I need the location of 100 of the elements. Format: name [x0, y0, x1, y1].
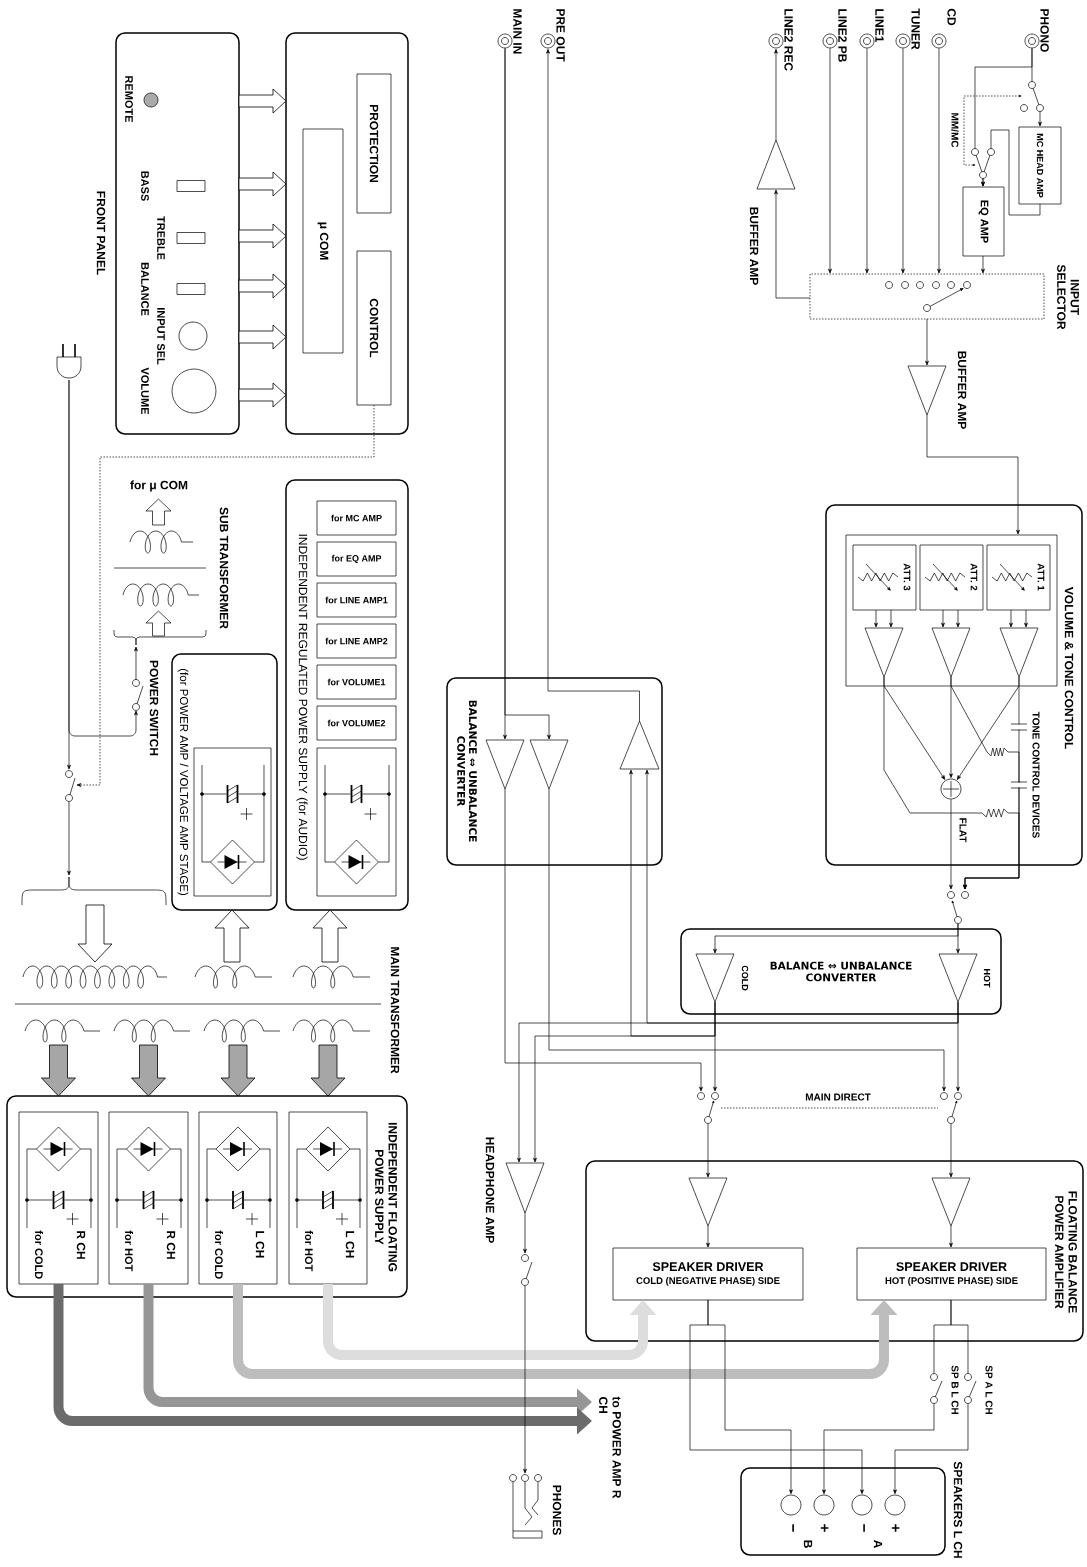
arrow	[941, 609, 945, 628]
arrow	[937, 48, 941, 274]
block-box: MC HEAD AMP	[1018, 126, 1062, 205]
arrow	[956, 1001, 960, 1092]
arrow	[1024, 609, 1028, 628]
block-arrow	[238, 88, 287, 114]
arrow	[981, 255, 985, 274]
arrow	[956, 676, 1020, 780]
node-label: FRONT PANEL	[96, 191, 106, 275]
block-box	[845, 534, 1058, 687]
arrow	[926, 414, 1020, 535]
arrow	[950, 676, 1020, 890]
arrow	[76, 404, 375, 787]
supply-box: R CH for COLD	[18, 1111, 99, 1285]
part-label: REMOTE	[125, 76, 133, 123]
arrow	[949, 1225, 953, 1248]
block-box: (for POWER AMP / VOLTAGE AMP STAGE)	[171, 653, 278, 911]
block-box: μ COM	[302, 128, 344, 354]
arrow	[713, 923, 959, 954]
connector-line	[933, 1299, 952, 1374]
speaker-terminal: +	[813, 1494, 835, 1532]
block-box: for VOLUME1	[316, 664, 397, 700]
brace	[21, 876, 167, 906]
node-label: +	[891, 1524, 900, 1532]
switch-symbol	[65, 770, 76, 802]
arrow	[981, 129, 1041, 216]
part-label: B	[803, 1540, 813, 1548]
jack-label: PHONO	[1040, 9, 1049, 52]
block-arrow	[238, 324, 287, 350]
speaker-terminal: −	[851, 1494, 873, 1532]
jack-label: PRE OUT	[556, 9, 565, 62]
block-box: EQ AMP	[962, 186, 1005, 257]
block-arrow	[220, 1044, 256, 1097]
arrow	[901, 48, 905, 274]
amplifier: BUFFER AMP	[749, 139, 796, 285]
jack-label: CD	[947, 8, 956, 26]
node-label: SPEAKERS L CH	[953, 1461, 963, 1558]
block-arrow	[131, 1044, 166, 1097]
jack-label: LINE1	[875, 9, 884, 43]
edge-label: MAIN DIRECT	[803, 1091, 873, 1103]
switch-symbol	[940, 1092, 962, 1124]
part-label: TONE CONTROL DEVICES	[1032, 711, 1040, 838]
node-label: SUB TRANSFORMER	[219, 507, 229, 629]
arrow	[889, 609, 893, 628]
part-label: BASS	[141, 171, 149, 201]
block-box: for EQ AMP	[316, 541, 397, 577]
amplifier: COLD	[695, 953, 749, 1003]
summing-junction	[940, 778, 962, 800]
arrow	[713, 1001, 717, 1092]
amplifier-triangle	[619, 720, 660, 770]
part-label: A	[873, 1540, 883, 1548]
node-label: +	[820, 1524, 829, 1532]
arrow	[774, 49, 778, 141]
arrow	[874, 609, 878, 628]
driver-box: SPEAKER DRIVER HOT (POSITIVE PHASE) SIDE	[856, 1247, 1047, 1301]
block-box: BALANCE ⇔ UNBALANCE CONVERTER	[446, 677, 663, 866]
arrow	[68, 379, 138, 737]
block-box: PROTECTION	[356, 73, 392, 214]
attenuator-box: ATT. 1	[986, 544, 1051, 611]
transformer: MAIN TRANSFORMER	[14, 947, 400, 1074]
part-label: TREBLE	[157, 216, 165, 260]
arrow	[548, 788, 946, 1092]
node-label: HOT	[983, 969, 991, 988]
amplifier-triangle	[931, 627, 971, 678]
block-arrow	[310, 1044, 346, 1097]
part-label: MM/MC	[951, 113, 959, 148]
node-label: HEADPHONE AMP	[485, 1137, 495, 1243]
arrow	[828, 48, 832, 274]
node-label: −	[792, 1524, 794, 1532]
node-label: COLD	[741, 965, 749, 991]
block-box: for MC AMP	[316, 500, 397, 536]
jack-label: PHONES	[552, 1485, 562, 1535]
supply-box: L CH for HOT	[288, 1111, 368, 1285]
part-label: BALANCE	[141, 262, 149, 316]
node-label: INPUT SELECTOR	[1057, 264, 1079, 330]
jack-label: MAIN IN	[513, 9, 522, 54]
arrow	[134, 646, 138, 681]
node-label: BUFFER AMP	[957, 351, 967, 429]
node-label: −	[863, 1524, 865, 1532]
block-arrow	[238, 273, 287, 299]
arrow	[865, 48, 869, 274]
block-box: for VOLUME2	[316, 705, 397, 741]
destination-label: to POWER AMP R CH	[599, 1396, 621, 1499]
switch-symbol	[697, 1092, 719, 1124]
arrow	[949, 1123, 953, 1178]
arrow	[67, 801, 71, 876]
amplifier-triangle	[999, 627, 1039, 678]
arrow	[893, 1403, 969, 1494]
speaker-terminal: +	[884, 1494, 906, 1532]
part-label: VOLUME	[141, 367, 149, 415]
jack-label: LINE2 PB	[838, 9, 847, 62]
arrow	[504, 48, 551, 740]
supply-box: R CH for HOT	[108, 1111, 189, 1285]
speaker-terminal: −	[780, 1494, 802, 1532]
attenuator-box: ATT. 2	[919, 544, 984, 611]
jack-label: TUNER	[911, 8, 920, 50]
block-arrow	[312, 909, 348, 963]
arrow	[949, 799, 953, 890]
amplifier-triangle	[529, 739, 569, 790]
arrow	[707, 1299, 793, 1494]
